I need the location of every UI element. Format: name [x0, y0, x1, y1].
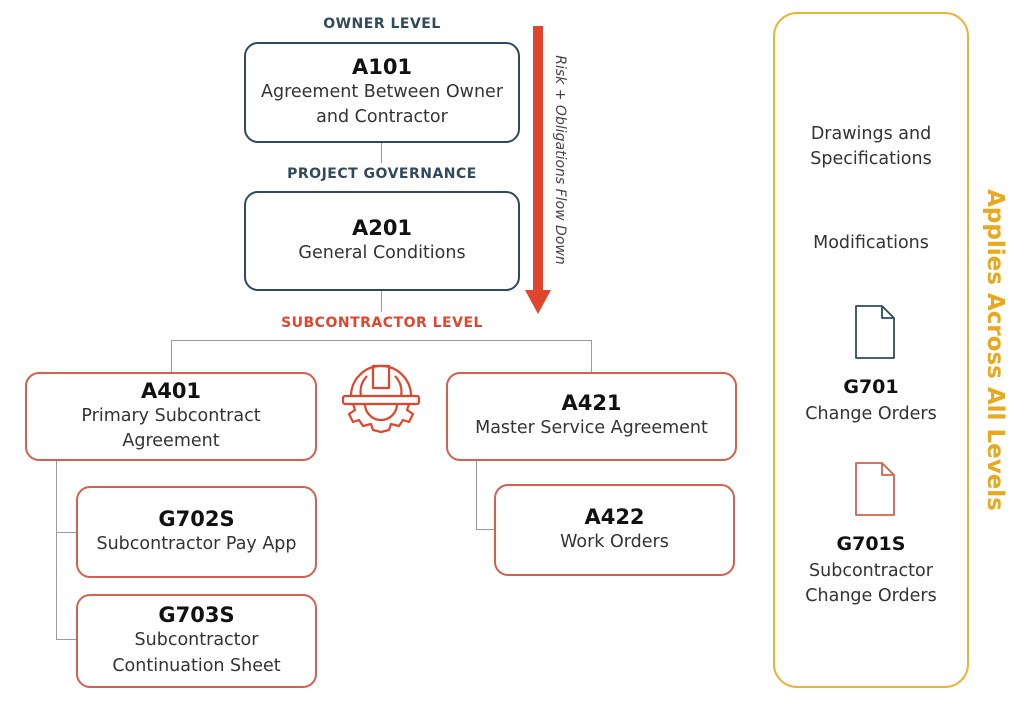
- a401-box: A401 Primary Subcontract Agreement: [25, 372, 317, 461]
- drawings-line2: Specifications: [810, 149, 932, 170]
- hardhat-gear-icon: [341, 364, 421, 434]
- modifications-label: Modifications: [813, 233, 929, 253]
- g702s-box: G702S Subcontractor Pay App: [76, 486, 317, 578]
- g703s-desc-line1: Subcontractor: [134, 630, 259, 651]
- g701s-code: G701S: [836, 533, 906, 555]
- a401-desc-line1: Primary Subcontract: [81, 405, 261, 426]
- subcontractor-level-heading: SUBCONTRACTOR LEVEL: [281, 315, 483, 331]
- drawings-line1: Drawings and: [810, 124, 932, 144]
- g701-label: Change Orders: [805, 403, 937, 424]
- down-arrow-icon: [525, 26, 551, 314]
- a201-box: A201 General Conditions: [244, 191, 520, 291]
- a401-desc-line2: Agreement: [122, 431, 220, 452]
- project-governance-heading: PROJECT GOVERNANCE: [287, 166, 477, 182]
- connector-a201-sub: [381, 291, 382, 312]
- applies-across-title: Applies Across All Levels: [975, 70, 1015, 630]
- connector-a421-vertical: [476, 461, 477, 530]
- g701s-document-icon: [855, 462, 895, 516]
- a101-box: A101 Agreement Between Owner and Contrac…: [244, 42, 520, 143]
- a201-desc: General Conditions: [298, 242, 466, 263]
- g703s-box: G703S Subcontractor Continuation Sheet: [76, 594, 317, 688]
- a421-code: A421: [561, 391, 622, 416]
- applies-across-panel: [773, 12, 969, 688]
- g702s-code: G702S: [158, 506, 235, 531]
- connector-branch-left: [171, 340, 172, 372]
- drawings-specs-text: Drawings and Specifications: [773, 122, 969, 173]
- connector-g703s: [56, 639, 76, 640]
- connector-g702s: [56, 532, 76, 533]
- modifications-text: Modifications: [773, 231, 969, 256]
- flow-down-label: Risk + Obligations Flow Down: [549, 40, 571, 280]
- g701s-block: G701S Subcontractor Change Orders: [773, 531, 969, 609]
- g702s-desc: Subcontractor Pay App: [96, 533, 297, 554]
- connector-a401-vertical: [56, 461, 57, 640]
- applies-across-title-text: Applies Across All Levels: [982, 189, 1008, 511]
- g701-block: G701 Change Orders: [773, 374, 969, 427]
- a401-code: A401: [140, 378, 202, 403]
- a101-desc-line1: Agreement Between Owner: [260, 81, 504, 102]
- connector-branch-horizontal: [171, 340, 592, 341]
- flow-down-text: Risk + Obligations Flow Down: [552, 55, 568, 265]
- connector-a101-a201: [381, 143, 382, 163]
- g701s-label-line1: Subcontractor: [809, 560, 933, 581]
- connector-a422: [476, 529, 494, 530]
- a422-desc: Work Orders: [560, 531, 669, 552]
- g701s-label-line2: Change Orders: [805, 585, 937, 606]
- connector-branch-right: [591, 340, 592, 372]
- a421-box: A421 Master Service Agreement: [446, 372, 737, 461]
- a422-box: A422 Work Orders: [494, 484, 735, 576]
- a101-code: A101: [351, 54, 413, 79]
- g703s-desc-line2: Continuation Sheet: [112, 655, 281, 676]
- g701-document-icon: [855, 305, 895, 359]
- g703s-code: G703S: [158, 603, 235, 628]
- a421-desc: Master Service Agreement: [475, 418, 708, 439]
- a422-code: A422: [584, 504, 645, 529]
- g701-code: G701: [843, 376, 899, 398]
- a201-code: A201: [351, 215, 413, 240]
- owner-level-heading: OWNER LEVEL: [323, 16, 441, 32]
- a101-desc-line2: and Contractor: [316, 107, 448, 128]
